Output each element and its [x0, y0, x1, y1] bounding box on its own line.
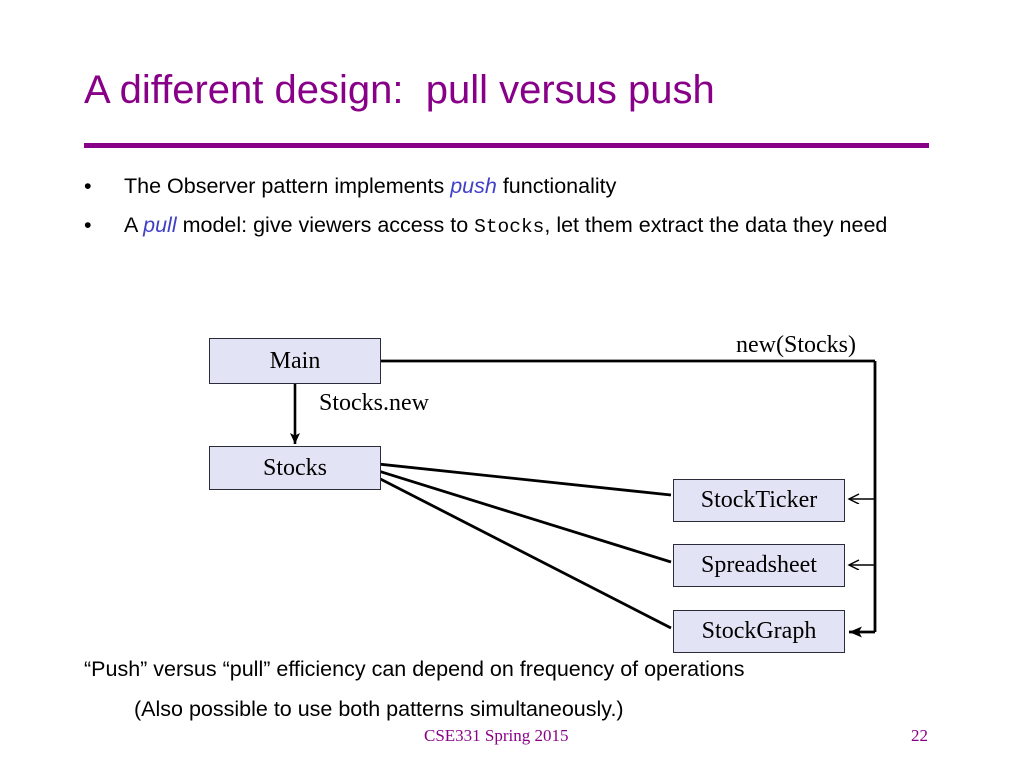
bullet-1-pre: The Observer pattern implements	[124, 174, 451, 198]
edge-label-stocks-new: Stocks.new	[319, 390, 429, 416]
edge-stockgraph-to-stocks	[358, 466, 672, 630]
diagram-node-stocks[interactable]: Stocks	[209, 446, 381, 490]
bullet-2-pre: A	[124, 213, 144, 237]
diagram-node-main-label: Main	[269, 347, 321, 374]
footer-page-number: 22	[911, 726, 928, 745]
diagram-node-main[interactable]: Main	[209, 338, 381, 384]
diagram-node-stockticker-label: StockTicker	[700, 487, 818, 513]
bullet-2-emphasis-pull: pull	[143, 213, 177, 237]
bullet-marker-icon: •	[84, 174, 92, 198]
diagram-node-stockticker[interactable]: StockTicker	[673, 479, 845, 522]
title-underline-rule	[84, 143, 929, 148]
bullet-text-1: The Observer pattern implements push fun…	[124, 172, 984, 201]
bullet-text-2: A pull model: give viewers access to Sto…	[124, 211, 984, 242]
bullet-marker-icon: •	[84, 213, 92, 237]
page-title: A different design: pull versus push	[84, 68, 715, 112]
bullet-2-mid: model: give viewers access to	[176, 213, 475, 237]
edge-spreadsheet-to-stocks	[358, 463, 672, 564]
diagram-node-stockgraph-label: StockGraph	[701, 618, 817, 644]
bullet-2-post: , let them extract the data they need	[544, 213, 888, 237]
diagram-node-stockgraph[interactable]: StockGraph	[673, 610, 845, 653]
summary-line-2: (Also possible to use both patterns simu…	[134, 697, 624, 721]
edge-label-new-stocks: new(Stocks)	[736, 332, 856, 358]
bullet-1-emphasis-push: push	[450, 174, 497, 198]
diagram-node-stocks-label: Stocks	[262, 454, 327, 481]
edge-stockticker-to-stocks	[358, 460, 672, 497]
diagram-node-spreadsheet[interactable]: Spreadsheet	[673, 544, 845, 587]
bullet-1-post: functionality	[496, 174, 617, 198]
diagram-node-spreadsheet-label: Spreadsheet	[701, 552, 817, 578]
footer-course-label: CSE331 Spring 2015	[424, 726, 569, 745]
bullet-item-2: • A pull model: give viewers access to S…	[84, 211, 984, 242]
summary-line-1: “Push” versus “pull” efficiency can depe…	[84, 657, 745, 681]
bullet-item-1: • The Observer pattern implements push f…	[84, 172, 984, 201]
bullet-2-code-stocks: Stocks	[474, 216, 545, 238]
